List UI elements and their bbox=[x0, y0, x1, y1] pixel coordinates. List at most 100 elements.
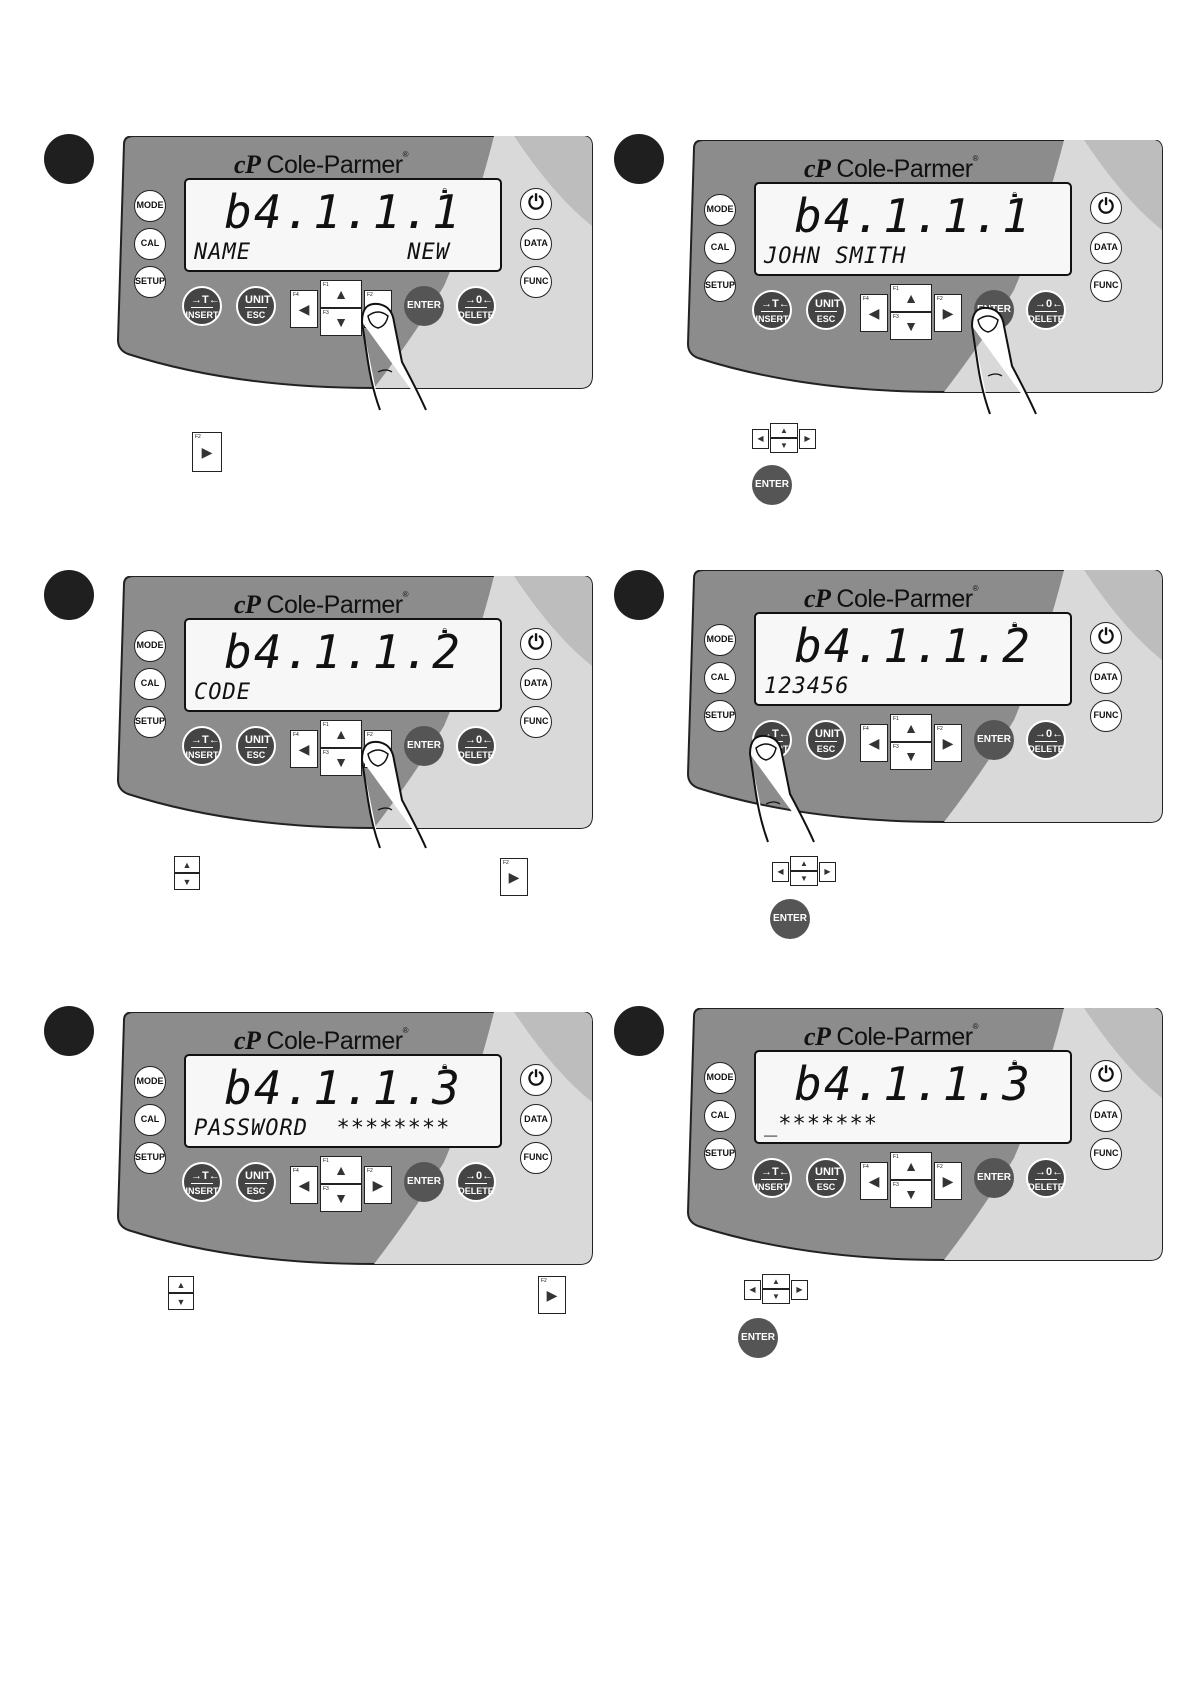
tare-insert-button[interactable]: →T←INSERT bbox=[182, 286, 222, 326]
f4-left-key[interactable]: F4◀ bbox=[290, 730, 318, 768]
func-button[interactable]: FUNC bbox=[1090, 1138, 1122, 1170]
power-button[interactable]: ⏻ bbox=[520, 188, 552, 220]
f4-left-key[interactable]: F4◀ bbox=[290, 1166, 318, 1204]
arrow-left-icon: ◀ bbox=[868, 735, 880, 751]
enter-button[interactable]: ENTER bbox=[404, 286, 444, 326]
func-button[interactable]: FUNC bbox=[1090, 700, 1122, 732]
f3-down-key[interactable]: F3▼ bbox=[890, 312, 932, 340]
f3-down-key[interactable]: F3▼ bbox=[890, 742, 932, 770]
enter-button[interactable]: ENTER bbox=[404, 1162, 444, 1202]
arrow-left-icon: ◀ bbox=[298, 741, 310, 757]
mode-button[interactable]: MODE bbox=[134, 630, 166, 662]
cal-button[interactable]: CAL bbox=[704, 1100, 736, 1132]
arrow-up-icon: ▲ bbox=[334, 726, 348, 742]
zero-delete-button[interactable]: →0←DELETE bbox=[1026, 720, 1066, 760]
f4-left-key[interactable]: F4◀ bbox=[860, 1162, 888, 1200]
setup-button[interactable]: SETUP bbox=[704, 1138, 736, 1170]
lock-icon: 🔒︎ bbox=[1012, 619, 1018, 630]
lcd-sub-text: NAME bbox=[194, 240, 251, 265]
f3-down-key[interactable]: F3▼ bbox=[890, 1180, 932, 1208]
lock-icon: 🔒︎ bbox=[1012, 189, 1018, 200]
func-button[interactable]: FUNC bbox=[520, 706, 552, 738]
zero-delete-button[interactable]: →0←DELETE bbox=[456, 726, 496, 766]
data-button[interactable]: DATA bbox=[520, 1104, 552, 1136]
data-button[interactable]: DATA bbox=[520, 228, 552, 260]
mode-button[interactable]: MODE bbox=[134, 1066, 166, 1098]
zero-delete-button[interactable]: →0←DELETE bbox=[456, 1162, 496, 1202]
f2-right-key[interactable]: F2▶ bbox=[364, 1166, 392, 1204]
mode-button[interactable]: MODE bbox=[134, 190, 166, 222]
power-button[interactable]: ⏻ bbox=[1090, 192, 1122, 224]
arrow-right-icon: ▶ bbox=[942, 1173, 954, 1189]
func-button[interactable]: FUNC bbox=[520, 266, 552, 298]
f2-right-key[interactable]: F2▶ bbox=[934, 294, 962, 332]
func-button[interactable]: FUNC bbox=[520, 1142, 552, 1174]
lcd-main-value: b4.1.1.1 bbox=[224, 185, 462, 239]
f1-up-key[interactable]: F1▲ bbox=[890, 284, 932, 312]
power-button[interactable]: ⏻ bbox=[520, 1064, 552, 1096]
f1-up-key[interactable]: F1▲ bbox=[320, 720, 362, 748]
f1-up-key[interactable]: F1▲ bbox=[890, 1152, 932, 1180]
f1-up-key[interactable]: F1▲ bbox=[320, 280, 362, 308]
enter-button[interactable]: ENTER bbox=[974, 720, 1014, 760]
f3-down-key[interactable]: F3▼ bbox=[320, 1184, 362, 1212]
f2-right-key[interactable]: F2▶ bbox=[934, 724, 962, 762]
f2-right-key-icon: F2 ▶ bbox=[500, 858, 528, 896]
cal-button[interactable]: CAL bbox=[704, 232, 736, 264]
zero-delete-button[interactable]: →0←DELETE bbox=[1026, 290, 1066, 330]
f3-down-key[interactable]: F3▼ bbox=[320, 748, 362, 776]
power-button[interactable]: ⏻ bbox=[520, 628, 552, 660]
cal-button[interactable]: CAL bbox=[134, 228, 166, 260]
mode-button[interactable]: MODE bbox=[704, 1062, 736, 1094]
f3-down-key[interactable]: F3▼ bbox=[320, 308, 362, 336]
tare-insert-button[interactable]: →T←INSERT bbox=[182, 726, 222, 766]
enter-button[interactable]: ENTER bbox=[404, 726, 444, 766]
setup-button[interactable]: SETUP bbox=[704, 700, 736, 732]
navigation-pad: F4◀ F1▲ F3▼ F2▶ bbox=[290, 1156, 394, 1212]
data-button[interactable]: DATA bbox=[520, 668, 552, 700]
zero-delete-button[interactable]: →0←DELETE bbox=[1026, 1158, 1066, 1198]
tare-insert-button[interactable]: →T←INSERT bbox=[182, 1162, 222, 1202]
f4-left-key[interactable]: F4◀ bbox=[860, 724, 888, 762]
enter-button[interactable]: ENTER bbox=[974, 1158, 1014, 1198]
lcd-display: 🔒︎ b4.1.1.2 CODE bbox=[184, 618, 502, 712]
note-step-4-enter-icon: ENTER bbox=[770, 899, 810, 939]
data-button[interactable]: DATA bbox=[1090, 232, 1122, 264]
setup-button[interactable]: SETUP bbox=[134, 706, 166, 738]
lcd-main-value: b4.1.1.2 bbox=[794, 619, 1032, 673]
f1-up-key[interactable]: F1▲ bbox=[890, 714, 932, 742]
power-button[interactable]: ⏻ bbox=[1090, 622, 1122, 654]
data-button[interactable]: DATA bbox=[1090, 1100, 1122, 1132]
tare-insert-button[interactable]: →T←INSERT bbox=[752, 1158, 792, 1198]
cal-button[interactable]: CAL bbox=[134, 1104, 166, 1136]
arrow-up-icon: ▲ bbox=[904, 1158, 918, 1174]
setup-button[interactable]: SETUP bbox=[134, 1142, 166, 1174]
power-button[interactable]: ⏻ bbox=[1090, 1060, 1122, 1092]
setup-button[interactable]: SETUP bbox=[704, 270, 736, 302]
f3-down-key-icon: ▼ bbox=[174, 873, 200, 890]
cal-button[interactable]: CAL bbox=[704, 662, 736, 694]
func-button[interactable]: FUNC bbox=[1090, 270, 1122, 302]
f4-left-key[interactable]: F4◀ bbox=[290, 290, 318, 328]
data-button[interactable]: DATA bbox=[1090, 662, 1122, 694]
tare-insert-button[interactable]: →T←INSERT bbox=[752, 290, 792, 330]
f2-right-key-icon: F2 ▶ bbox=[538, 1276, 566, 1314]
f1-up-key[interactable]: F1▲ bbox=[320, 1156, 362, 1184]
lock-icon: 🔒︎ bbox=[442, 1061, 448, 1072]
mode-button[interactable]: MODE bbox=[704, 624, 736, 656]
mode-button[interactable]: MODE bbox=[704, 194, 736, 226]
cal-button[interactable]: CAL bbox=[134, 668, 166, 700]
lcd-sub-text: PASSWORD ******** bbox=[194, 1116, 451, 1141]
lock-icon: 🔒︎ bbox=[442, 185, 448, 196]
f2-right-key[interactable]: F2▶ bbox=[934, 1162, 962, 1200]
arrow-up-icon: ▲ bbox=[334, 286, 348, 302]
f4-left-key[interactable]: F4◀ bbox=[860, 294, 888, 332]
setup-button[interactable]: SETUP bbox=[134, 266, 166, 298]
zero-delete-button[interactable]: →0←DELETE bbox=[456, 286, 496, 326]
